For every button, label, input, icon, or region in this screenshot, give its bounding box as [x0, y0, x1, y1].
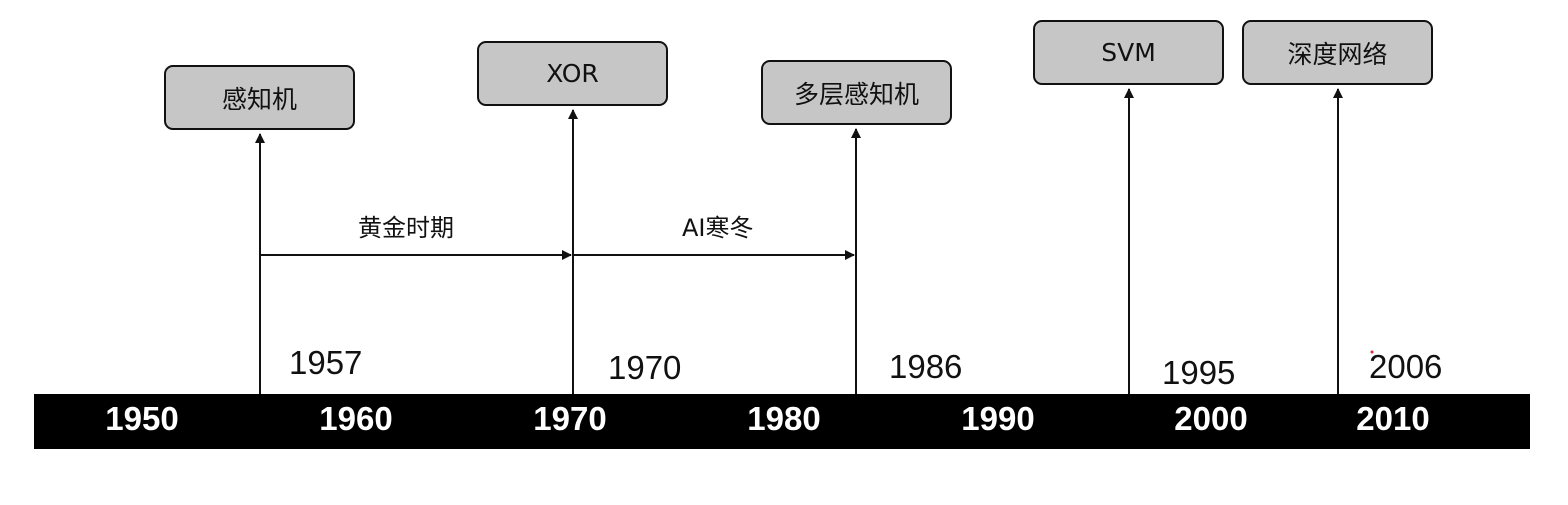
decade-label-1970: 1970 [533, 400, 607, 437]
event-year-2006: 2006 [1369, 348, 1443, 385]
decade-label-1990: 1990 [961, 400, 1035, 437]
decade-label-1950: 1950 [105, 400, 179, 437]
event-box-perceptron: 感知机 [164, 65, 355, 130]
event-year-1995: 1995 [1162, 354, 1236, 391]
period-label-ai-winter: AI寒冬 [682, 214, 754, 242]
event-box-xor: XOR [477, 41, 668, 106]
red-dot-mark [1370, 350, 1374, 354]
period-label-golden-age: 黄金时期 [358, 214, 454, 242]
decade-label-2010: 2010 [1356, 400, 1430, 437]
event-box-multilayer-perceptron: 多层感知机 [761, 60, 952, 125]
event-box-deep-network: 深度网络 [1242, 20, 1433, 85]
decade-label-1960: 1960 [319, 400, 393, 437]
event-year-1986: 1986 [889, 348, 963, 385]
event-year-1970: 1970 [608, 349, 682, 386]
decade-label-1980: 1980 [747, 400, 821, 437]
timeline-axis-bar [34, 394, 1530, 449]
event-box-svm: SVM [1033, 20, 1224, 85]
decade-label-2000: 2000 [1174, 400, 1248, 437]
event-year-1957: 1957 [289, 344, 363, 381]
